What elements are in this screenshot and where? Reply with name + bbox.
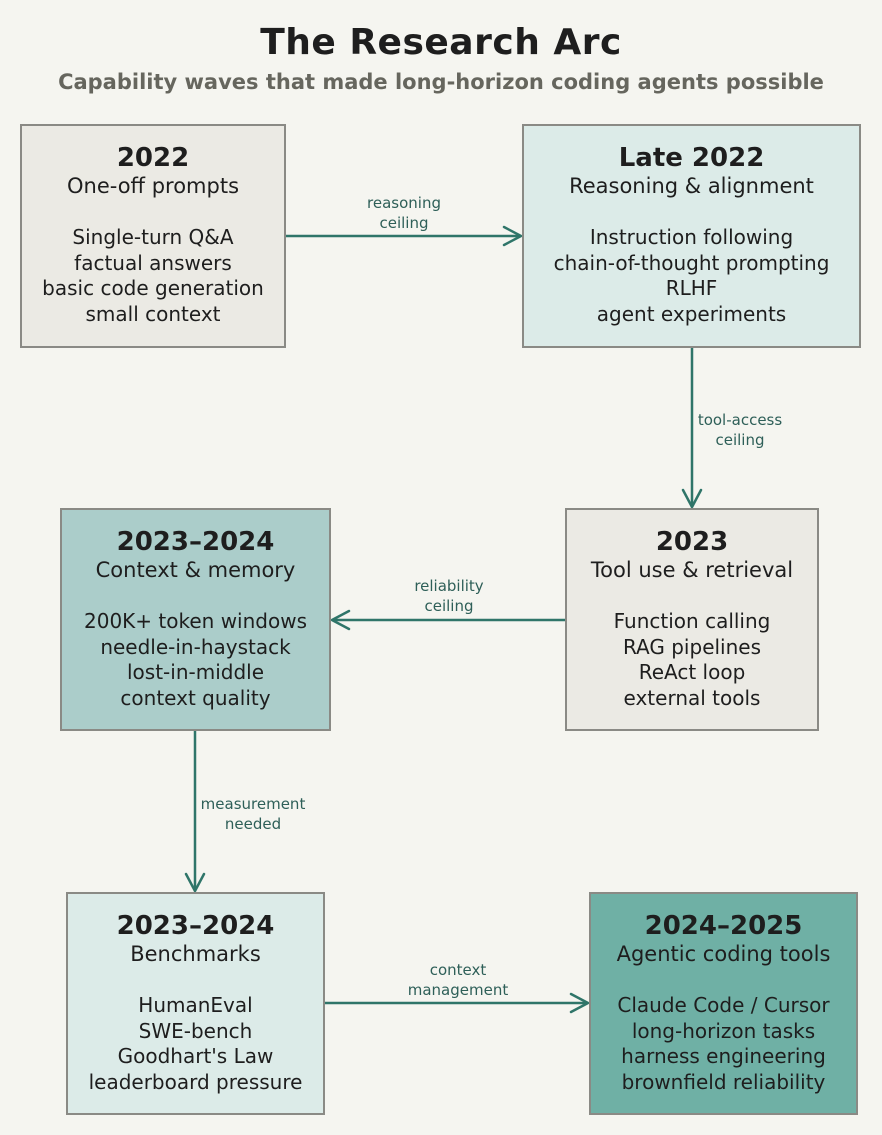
stage-item: Function calling bbox=[613, 609, 771, 633]
edge-label-reliability: reliability ceiling bbox=[389, 576, 509, 616]
edge-label-reasoning: reasoning ceiling bbox=[344, 193, 464, 233]
stage-item: 200K+ token windows bbox=[84, 609, 307, 633]
stage-year: Late 2022 bbox=[618, 143, 765, 173]
stage-item: HumanEval bbox=[138, 993, 253, 1017]
stage-year: 2023–2024 bbox=[116, 527, 275, 557]
stage-heading: Benchmarks bbox=[130, 942, 261, 966]
stage-item: chain-of-thought prompting bbox=[553, 250, 830, 275]
page-subtitle: Capability waves that made long-horizon … bbox=[58, 70, 824, 94]
stage-box-reasoning-alignment: Late 2022 Reasoning & alignment Instruct… bbox=[522, 124, 861, 348]
stage-item: harness engineering bbox=[621, 1044, 826, 1068]
stage-heading: Tool use & retrieval bbox=[590, 558, 794, 582]
stage-heading: Context & memory bbox=[95, 558, 296, 582]
stage-item: Claude Code / Cursor bbox=[617, 993, 830, 1017]
edge-label-tool-access: tool-access ceiling bbox=[680, 410, 800, 450]
edge-label-line1: tool-access bbox=[697, 411, 783, 429]
stage-item: needle-in-haystack bbox=[100, 634, 291, 659]
edge-label-measurement: measurement needed bbox=[188, 794, 318, 834]
edge-label-line1: measurement bbox=[200, 795, 306, 813]
stage-item: basic code generation bbox=[42, 276, 264, 300]
page-title: The Research Arc bbox=[260, 22, 622, 63]
stage-item: external tools bbox=[623, 685, 761, 710]
stage-box-tool-use-retrieval: 2023 Tool use & retrieval Function calli… bbox=[565, 508, 819, 731]
edge-label-line2: ceiling bbox=[715, 431, 765, 449]
edge-label-line2: ceiling bbox=[424, 597, 474, 615]
stage-item: SWE-bench bbox=[138, 1018, 253, 1043]
edge-label-line1: reliability bbox=[414, 577, 484, 595]
stage-heading: One-off prompts bbox=[66, 174, 240, 198]
stage-year: 2023 bbox=[655, 527, 729, 557]
stage-item: lost-in-middle bbox=[126, 660, 264, 684]
stage-heading: Agentic coding tools bbox=[616, 942, 831, 966]
arrow-measurement-head bbox=[184, 872, 206, 893]
arrow-context-head bbox=[569, 992, 590, 1014]
stage-year: 2024–2025 bbox=[644, 911, 803, 941]
stage-item: ReAct loop bbox=[638, 660, 746, 684]
edge-label-line2: ceiling bbox=[379, 214, 429, 232]
stage-year: 2022 bbox=[116, 143, 190, 173]
arrow-reasoning-head bbox=[502, 225, 523, 247]
stage-item: long-horizon tasks bbox=[631, 1018, 816, 1043]
edge-label-line1: context bbox=[429, 961, 487, 979]
stage-item: leaderboard pressure bbox=[88, 1069, 303, 1094]
stage-item: Instruction following bbox=[589, 225, 794, 249]
stage-heading: Reasoning & alignment bbox=[569, 174, 814, 198]
arrow-reliability-head bbox=[330, 609, 351, 631]
stage-box-benchmarks: 2023–2024 Benchmarks HumanEval SWE-bench… bbox=[66, 892, 325, 1115]
stage-item: factual answers bbox=[74, 250, 232, 275]
stage-item: RLHF bbox=[665, 276, 718, 300]
stage-item: RAG pipelines bbox=[622, 634, 762, 659]
edge-label-line1: reasoning bbox=[367, 194, 441, 212]
stage-year: 2023–2024 bbox=[116, 911, 275, 941]
stage-box-context-memory: 2023–2024 Context & memory 200K+ token w… bbox=[60, 508, 331, 731]
arrow-tool-access-head bbox=[681, 488, 703, 509]
stage-item: Single-turn Q&A bbox=[72, 225, 234, 249]
stage-item: context quality bbox=[120, 685, 271, 710]
edge-label-context: context management bbox=[398, 960, 518, 1000]
stage-item: brownfield reliability bbox=[621, 1069, 826, 1094]
edge-label-line2: management bbox=[407, 981, 509, 999]
stage-item: Goodhart's Law bbox=[117, 1044, 274, 1068]
edge-label-line2: needed bbox=[224, 815, 282, 833]
stage-box-agentic-coding-tools: 2024–2025 Agentic coding tools Claude Co… bbox=[589, 892, 858, 1115]
stage-item: agent experiments bbox=[596, 301, 787, 326]
arrow-group bbox=[184, 225, 703, 1014]
stage-item: small context bbox=[85, 301, 221, 326]
stage-box-one-off-prompts: 2022 One-off prompts Single-turn Q&A fac… bbox=[20, 124, 286, 348]
